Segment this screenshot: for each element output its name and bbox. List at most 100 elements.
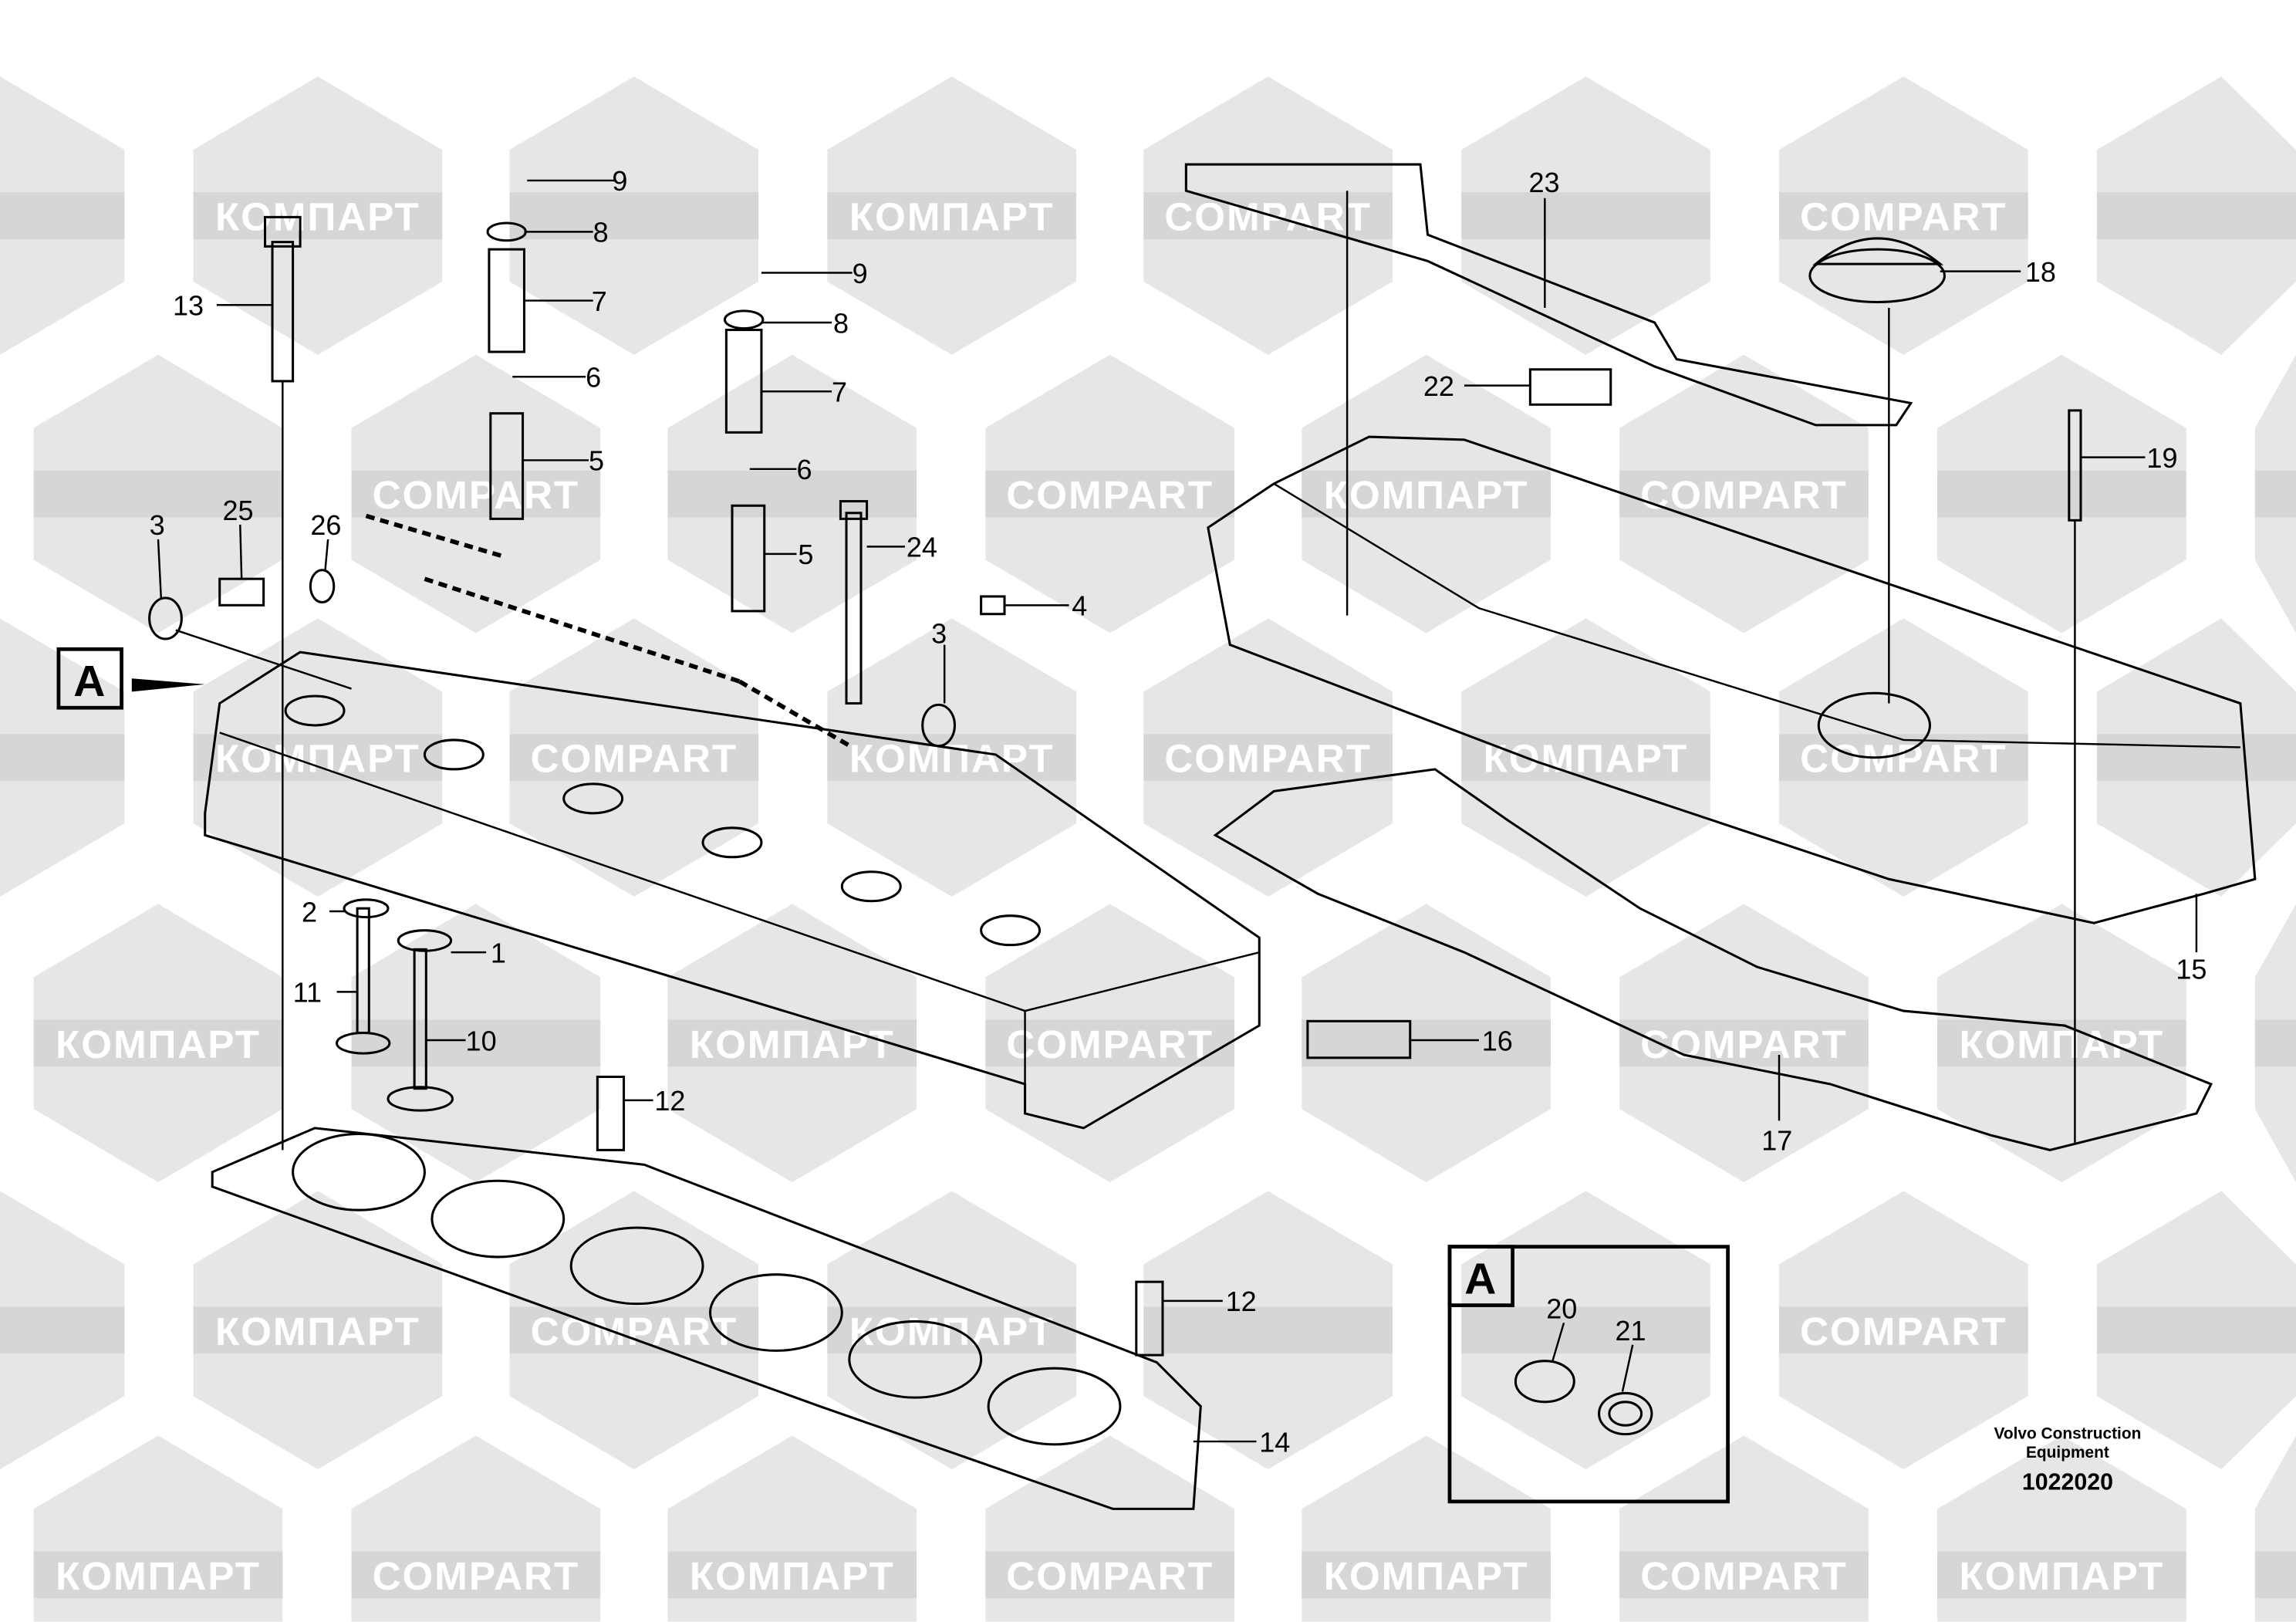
- callout-7: 7: [832, 377, 847, 408]
- watermark-text: КОМПАРТ: [849, 737, 1055, 781]
- callout-3: 3: [931, 618, 947, 650]
- callout-8: 8: [593, 217, 609, 248]
- valve-seat: [562, 782, 624, 815]
- watermark-text: КОМПАРТ: [56, 1554, 261, 1598]
- watermark-text: КОМПАРТ: [849, 1309, 1055, 1353]
- watermark: COMPART: [985, 1435, 1234, 1622]
- watermark-text: COMPART: [1800, 737, 2007, 781]
- watermark-text: КОМПАРТ: [1324, 473, 1529, 517]
- valve-seat: [284, 694, 346, 727]
- detail-a-label: A: [1464, 1254, 1496, 1303]
- watermark: [2254, 354, 2296, 634]
- callout-18: 18: [2025, 256, 2056, 288]
- valve-seat: [980, 914, 1042, 947]
- watermark: КОМПАРТ: [1937, 904, 2186, 1183]
- watermark-layer: КОМПАРТ КОМПАРТ COMPART COMPART COMPART COMPA…: [0, 76, 2296, 1622]
- cylinder-bore: [569, 1226, 704, 1306]
- watermark: [2096, 76, 2296, 355]
- watermark: КОМПАРТ: [667, 1435, 917, 1622]
- cylinder-bore: [292, 1132, 426, 1211]
- callout-9: 9: [612, 165, 627, 197]
- drawing-number: 1022020: [2022, 1470, 2113, 1495]
- watermark-text: COMPART: [1640, 1022, 1847, 1066]
- callout-1: 1: [491, 937, 506, 968]
- watermark: [2096, 1191, 2296, 1470]
- watermark: КОМПАРТ: [827, 618, 1076, 897]
- callout-4: 4: [1072, 590, 1087, 622]
- watermark: COMPART: [351, 1435, 601, 1622]
- callout-3: 3: [150, 509, 165, 541]
- watermark: КОМПАРТ: [193, 76, 443, 355]
- callout-16: 16: [1482, 1025, 1513, 1056]
- callout-5: 5: [798, 539, 813, 570]
- watermark-text: COMPART: [1640, 1554, 1847, 1598]
- view-a-marker: A: [56, 647, 123, 710]
- watermark: [1143, 1191, 1393, 1470]
- callout-12: 12: [654, 1085, 685, 1117]
- part-callouts: 9 8 7 6 5 9 8 7 6 5 13 3 25 26 24 4 3 2 …: [150, 165, 2207, 1458]
- callout-5: 5: [589, 445, 604, 477]
- watermark-text: КОМПАРТ: [1324, 1554, 1529, 1598]
- watermark: [2254, 904, 2296, 1183]
- callout-21: 21: [1615, 1315, 1646, 1347]
- watermark: [509, 76, 759, 355]
- callout-13: 13: [173, 290, 204, 322]
- cylinder-bore: [430, 1179, 566, 1259]
- watermark: [1302, 904, 1551, 1183]
- callout-2: 2: [302, 896, 317, 928]
- watermark-text: COMPART: [1164, 194, 1371, 238]
- callout-12: 12: [1226, 1286, 1257, 1317]
- watermark: КОМПАРТ: [1937, 1435, 2186, 1622]
- watermark: [1461, 1191, 1710, 1470]
- cylinder-head-gasket: [211, 1127, 1202, 1510]
- cylinder-head: [204, 650, 1261, 1130]
- watermark-text: КОМПАРТ: [215, 1309, 420, 1353]
- watermark: COMPART: [509, 618, 759, 897]
- callout-24: 24: [907, 532, 937, 563]
- watermark-text: COMPART: [373, 473, 579, 517]
- heat-shield: [1184, 163, 1913, 427]
- watermark: КОМПАРТ: [33, 904, 283, 1183]
- watermark-text: КОМПАРТ: [849, 194, 1055, 238]
- watermark-text: COMPART: [1640, 473, 1847, 517]
- valve-seat: [840, 870, 902, 903]
- watermark: [2096, 618, 2296, 897]
- callout-6: 6: [796, 454, 812, 485]
- callout-7: 7: [592, 286, 607, 317]
- watermark: КОМПАРТ: [193, 1191, 443, 1470]
- watermark-text: КОМПАРТ: [1959, 1022, 2164, 1066]
- watermark: COMPART: [1779, 76, 2028, 355]
- watermark: КОМПАРТ: [193, 618, 443, 897]
- valve-cover-gasket: [1213, 768, 2213, 1151]
- watermark-text: КОМПАРТ: [56, 1022, 261, 1066]
- watermark: КОМПАРТ: [827, 76, 1076, 355]
- footer-block: Volvo Construction Equipment 1022020: [1994, 1424, 2142, 1495]
- callout-23: 23: [1528, 167, 1559, 198]
- watermark: COMPART: [1779, 618, 2028, 897]
- bracket-22: [1528, 368, 1612, 406]
- watermark: [1937, 354, 2186, 634]
- watermark: КОМПАРТ: [827, 1191, 1076, 1470]
- watermark: COMPART: [1619, 1435, 1869, 1622]
- valve-cover: [1207, 435, 2257, 924]
- cylinder-bore: [848, 1320, 983, 1399]
- callout-22: 22: [1423, 370, 1454, 402]
- cylinder-bore: [987, 1367, 1122, 1446]
- watermark: [0, 618, 125, 897]
- watermark: КОМПАРТ: [33, 1435, 283, 1622]
- callout-14: 14: [1259, 1426, 1290, 1458]
- detail-view-a: A: [1447, 1245, 1730, 1504]
- callout-26: 26: [310, 509, 341, 541]
- callout-9: 9: [853, 258, 868, 289]
- watermark: КОМПАРТ: [1302, 1435, 1551, 1622]
- watermark-text: КОМПАРТ: [215, 737, 420, 781]
- watermark-text: COMPART: [531, 737, 738, 781]
- callout-17: 17: [1761, 1124, 1792, 1156]
- watermark-text: КОМПАРТ: [690, 1554, 895, 1598]
- watermark: КОМПАРТ: [1461, 618, 1710, 897]
- callout-19: 19: [2146, 442, 2177, 474]
- watermark: COMPART: [1143, 618, 1393, 897]
- watermark: КОМПАРТ: [667, 904, 917, 1183]
- watermark-text: КОМПАРТ: [1484, 737, 1689, 781]
